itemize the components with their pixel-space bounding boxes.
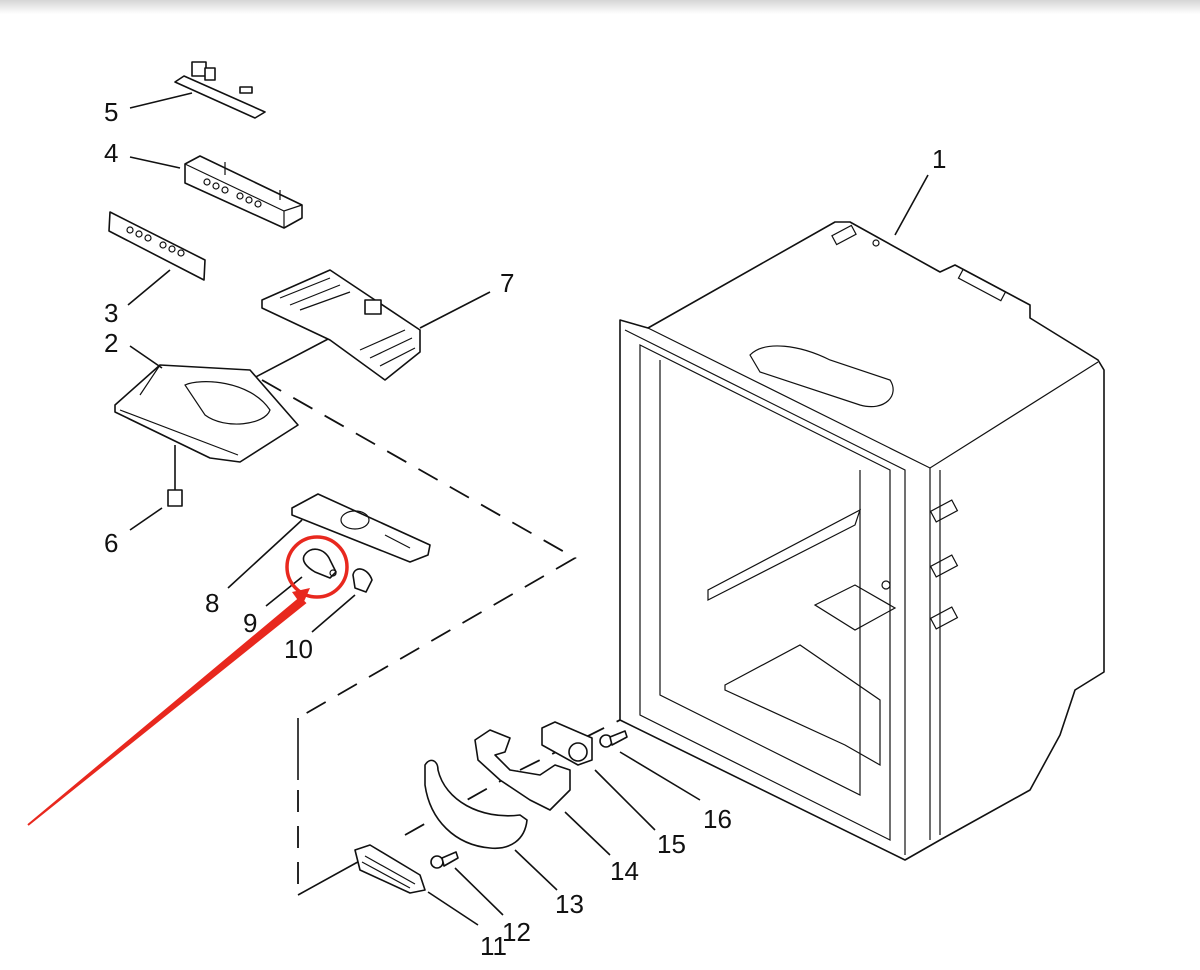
part-13-water-filter-housing[interactable] [424,759,528,849]
window-top-shadow [0,0,1200,14]
callout-11: 11 [480,931,507,961]
part-16-screw[interactable] [599,730,628,748]
callout-labels: 1 2 3 4 5 6 7 8 9 10 11 12 13 14 15 16 [104,97,946,961]
part-11-tray-cover[interactable] [354,844,426,894]
callout-12: 12 [502,917,531,947]
part-14-filter-head[interactable] [474,729,571,811]
callout-6: 6 [104,528,118,558]
part-5-control-board[interactable] [174,61,266,119]
highlight-arrow-head-icon [292,588,310,606]
highlight-annotation [27,535,349,826]
callout-9: 9 [243,608,257,638]
callout-15: 15 [657,829,686,859]
callout-1: 1 [932,144,946,174]
part-6-switch[interactable] [167,489,183,507]
highlight-circle [285,535,349,599]
callout-3: 3 [104,298,118,328]
part-1-refrigerator-liner[interactable] [619,221,1105,861]
part-9-light-bulb[interactable] [302,548,337,579]
callout-10: 10 [284,634,313,664]
part-7-air-diffuser[interactable] [261,269,421,381]
callout-14: 14 [610,856,639,886]
part-12-screw[interactable] [430,851,459,869]
callout-5: 5 [104,97,118,127]
callout-13: 13 [555,889,584,919]
part-8-lamp-cover[interactable] [291,493,431,563]
part-15-bypass-valve[interactable] [541,721,593,766]
callout-16: 16 [703,804,732,834]
part-3-control-overlay[interactable] [108,211,206,281]
callout-4: 4 [104,138,118,168]
callout-2: 2 [104,328,118,358]
part-10-lamp-socket[interactable] [352,568,373,593]
callout-7: 7 [500,268,514,298]
part-4-control-housing[interactable] [184,155,303,229]
highlight-arrow-shaft [27,596,307,826]
callout-8: 8 [205,588,219,618]
part-2-light-housing[interactable] [114,364,299,463]
leader-arrows [127,92,929,926]
